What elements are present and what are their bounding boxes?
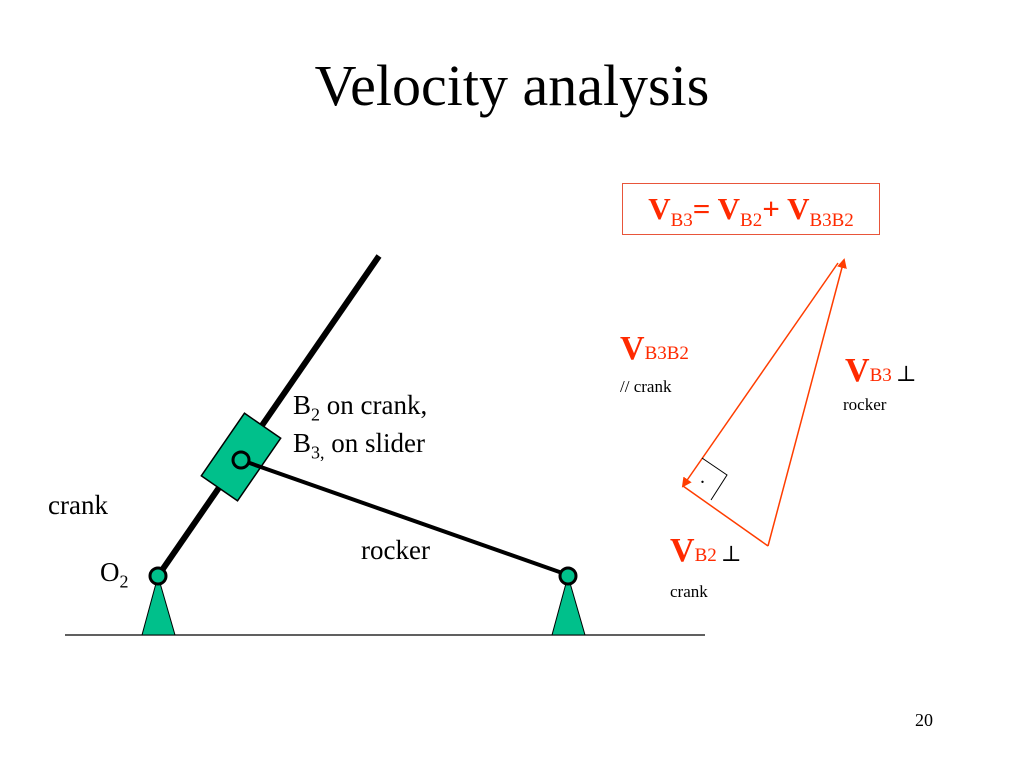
joint-rocker-pivot	[558, 566, 578, 586]
label-rocker: rocker	[361, 535, 430, 565]
label-vb2-v: V	[670, 532, 695, 569]
label-b3-sub: 3,	[311, 442, 325, 463]
label-vb2: VB2 ⊥	[670, 532, 741, 570]
right-angle-dot: .	[700, 466, 705, 488]
label-o2-sub: 2	[119, 571, 129, 592]
label-vb3-note: rocker	[843, 395, 887, 414]
eq-plus: +	[762, 191, 788, 226]
label-b2-sub: 2	[311, 404, 321, 425]
eq-v-b3b2: V	[787, 191, 810, 226]
label-o2: O2	[100, 557, 129, 592]
label-vb2-note: crank	[670, 582, 708, 601]
joint-b	[231, 450, 251, 470]
label-o2-main: O	[100, 557, 120, 587]
label-vb3b2-note: // crank	[620, 377, 672, 396]
eq-sub-b3b2: B3B2	[809, 210, 854, 232]
eq-v-b2: V	[717, 191, 741, 226]
label-vb3b2-v: V	[620, 330, 645, 367]
rocker-pivot-support	[551, 574, 586, 636]
vector-vb3	[767, 258, 847, 547]
joint-o2	[148, 566, 168, 586]
label-vb3b2: VB3B2	[620, 330, 689, 368]
eq-v-b3: V	[648, 191, 671, 226]
label-b3-main: B	[293, 428, 312, 458]
label-vb3: VB3 ⊥	[845, 352, 916, 390]
velocity-equation-box: VB3= VB2+ VB3B2	[622, 183, 880, 235]
crank-pivot-support	[141, 574, 176, 636]
page-number: 20	[915, 710, 933, 730]
label-crank: crank	[48, 490, 108, 520]
label-b2-main: B	[293, 390, 312, 420]
label-vb2-sub: B2	[694, 545, 717, 566]
label-b3-on-slider: B3, on slider	[293, 428, 425, 463]
rocker-link	[240, 458, 569, 577]
crank-link	[155, 254, 382, 578]
label-b3-rest: on slider	[324, 428, 426, 458]
label-b2-rest: on crank,	[320, 390, 428, 420]
slide-title: Velocity analysis	[314, 53, 710, 118]
label-vb3-v: V	[845, 352, 870, 389]
label-vb3b2-sub: B3B2	[644, 343, 689, 364]
eq-equals: =	[692, 191, 718, 226]
vector-vb3b2	[681, 262, 839, 488]
label-vb2-perp: ⊥	[720, 541, 742, 566]
vector-vb2	[682, 485, 769, 547]
eq-sub-b3: B3	[670, 210, 693, 232]
label-vb3-sub: B3	[869, 365, 892, 386]
eq-sub-b2: B2	[740, 210, 763, 232]
label-vb3-perp: ⊥	[895, 361, 917, 386]
label-b2-on-crank: B2 on crank,	[293, 390, 427, 425]
right-angle-marker	[701, 457, 728, 501]
